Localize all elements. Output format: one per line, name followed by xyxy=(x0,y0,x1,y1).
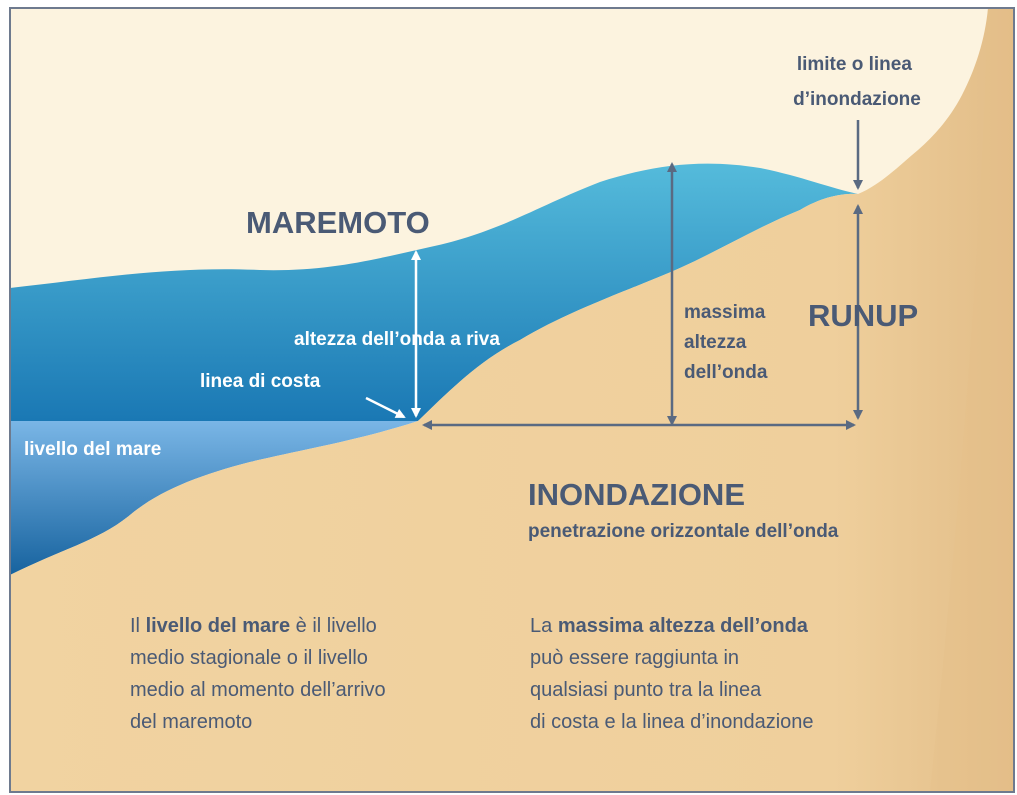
max-height-label: massima altezza dell’onda xyxy=(684,302,771,383)
sea-level-label: livello del mare xyxy=(24,439,161,460)
max-height-line3: dell’onda xyxy=(684,362,768,383)
inundation-limit-line1: limite o linea xyxy=(797,54,913,75)
sea-level-water xyxy=(10,421,418,575)
title-maremoto: MAREMOTO xyxy=(246,205,430,240)
inundation-title: INONDAZIONE xyxy=(528,477,745,512)
sea-level-note-pre: Il xyxy=(130,615,146,637)
max-height-note: La massima altezza dell’onda può essere … xyxy=(530,615,814,733)
sea-level-note-line4: del maremoto xyxy=(130,711,252,733)
sea-level-note-post: è il livello xyxy=(290,615,377,637)
inundation-limit-label: limite o linea d’inondazione xyxy=(793,54,921,110)
sea-level-note-line3: medio al momento dell’arrivo xyxy=(130,679,386,701)
max-height-note-line3: qualsiasi punto tra la linea xyxy=(530,679,762,701)
land-shading xyxy=(930,8,1014,792)
coastline-label: linea di costa xyxy=(200,371,321,392)
max-height-note-line4: di costa e la linea d’inondazione xyxy=(530,711,814,733)
max-height-note-bold: massima altezza dell’onda xyxy=(558,615,809,637)
coastline-pointer xyxy=(365,396,406,419)
shore-wave-height-label: altezza dell’onda a riva xyxy=(294,329,500,350)
land xyxy=(10,8,1014,792)
inundation-subtitle: penetrazione orizzontale dell’onda xyxy=(528,521,839,542)
max-height-line2: altezza xyxy=(684,332,747,353)
max-height-note-line2: può essere raggiunta in xyxy=(530,647,739,669)
inundation-limit-line2: d’inondazione xyxy=(793,89,921,110)
max-height-line1: massima xyxy=(684,302,766,323)
sea-level-note-bold: livello del mare xyxy=(146,615,291,637)
max-height-note-pre: La xyxy=(530,615,558,637)
sea-level-note: Il livello del mare è il livello medio s… xyxy=(130,615,391,733)
frame xyxy=(9,7,1015,793)
tsunami-wave xyxy=(10,163,858,422)
runup-label: RUNUP xyxy=(808,298,918,333)
sea-level-note-line2: medio stagionale o il livello xyxy=(130,647,368,669)
